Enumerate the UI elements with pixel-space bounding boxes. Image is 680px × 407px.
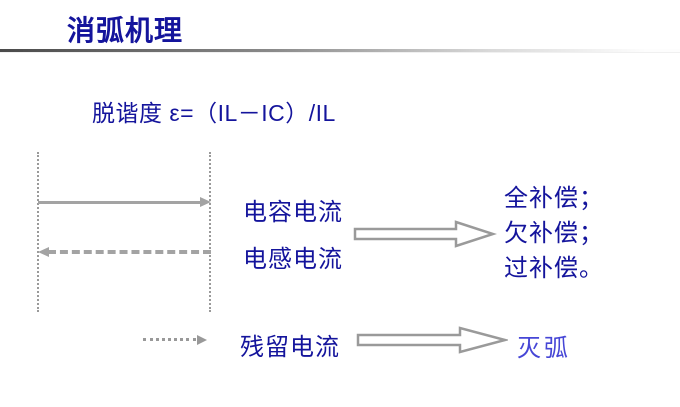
arrow-head-left-icon bbox=[38, 247, 49, 257]
detuning-formula: 脱谐度 ε=（IL－IC）/IL bbox=[92, 100, 336, 126]
block-arrow-extinguish-icon bbox=[356, 325, 508, 355]
block-arrow-compensation-icon bbox=[353, 219, 497, 249]
compensation-item-over: 过补偿。 bbox=[504, 255, 604, 282]
vertical-dotted-line-left bbox=[37, 152, 39, 312]
inductive-current-label: 电感电流 bbox=[243, 246, 343, 273]
inductive-current-arrow-icon bbox=[38, 246, 211, 258]
compensation-item-under: 欠补偿； bbox=[504, 220, 604, 247]
compensation-list: 全补偿； 欠补偿； 过补偿。 bbox=[504, 181, 604, 286]
arrow-shaft bbox=[143, 338, 196, 341]
residual-current-arrow-icon bbox=[143, 334, 207, 346]
arrow-head-right-icon bbox=[197, 335, 207, 345]
arc-extinguish-label: 灭弧 bbox=[517, 336, 571, 362]
title-underline bbox=[0, 49, 680, 53]
vertical-dotted-line-right bbox=[209, 152, 211, 312]
compensation-item-full: 全补偿； bbox=[504, 185, 604, 212]
residual-current-label: 残留电流 bbox=[240, 334, 340, 361]
capacitive-current-arrow-icon bbox=[38, 196, 211, 208]
capacitive-current-label: 电容电流 bbox=[243, 199, 343, 226]
page-title: 消弧机理 bbox=[67, 15, 184, 46]
arrow-shaft bbox=[48, 250, 211, 254]
arrow-shaft bbox=[38, 201, 201, 204]
arrow-head-right-icon bbox=[200, 197, 211, 207]
